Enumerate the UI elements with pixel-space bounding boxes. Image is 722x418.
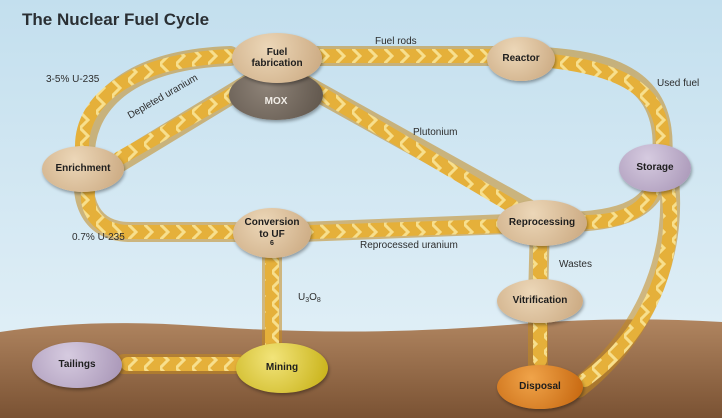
- conversion-line1: Conversion: [244, 217, 300, 229]
- enrichment-label: Enrichment: [55, 163, 111, 175]
- label-reprocessed-uranium: Reprocessed uranium: [360, 240, 458, 251]
- node-reactor: Reactor: [487, 37, 555, 81]
- vitrification-label: Vitrification: [512, 295, 568, 307]
- node-enrichment: Enrichment: [42, 146, 124, 192]
- node-mining: Mining: [236, 343, 328, 393]
- arrow-storage-to-disposal: [578, 183, 678, 387]
- disposal-label: Disposal: [519, 381, 561, 393]
- node-vitrification: Vitrification: [497, 279, 583, 323]
- reactor-label: Reactor: [502, 53, 540, 65]
- u3o8-u: U: [298, 292, 306, 303]
- arrow-conversion-to-enrichment: [80, 185, 243, 239]
- storage-label: Storage: [636, 162, 674, 174]
- u3o8-o: O: [309, 292, 317, 303]
- label-u3o8: U3O8: [298, 292, 321, 304]
- arrow-plutonium: [308, 83, 519, 213]
- label-fuel-rods: Fuel rods: [375, 36, 417, 47]
- arrow-depleted-uranium: [113, 77, 257, 165]
- conversion-subscript: 6: [270, 240, 274, 248]
- label-u235-high: 3-5% U-235: [46, 74, 100, 85]
- u3o8-8: 8: [316, 297, 321, 304]
- node-disposal: Disposal: [497, 365, 583, 409]
- u3o8-3: 3: [305, 297, 310, 304]
- fuel-fabrication-line1: Fuel: [266, 46, 288, 58]
- reprocessing-label: Reprocessing: [508, 217, 576, 229]
- arrow-reprocessed-uranium: [305, 219, 507, 239]
- label-wastes: Wastes: [559, 259, 592, 270]
- label-used-fuel: Used fuel: [657, 78, 700, 89]
- arrow-enrichment-to-fabrication: [75, 49, 239, 153]
- conversion-line2-text: to UF: [259, 228, 285, 240]
- tailings-label: Tailings: [58, 359, 96, 371]
- node-reprocessing: Reprocessing: [497, 200, 587, 246]
- diagram-title: The Nuclear Fuel Cycle: [22, 10, 210, 29]
- label-plutonium: Plutonium: [413, 127, 458, 138]
- node-tailings: Tailings: [32, 342, 122, 388]
- mining-label: Mining: [265, 362, 299, 374]
- label-u235-low: 0.7% U-235: [72, 232, 125, 243]
- fuel-fabrication-line2: fabrication: [251, 58, 303, 69]
- node-storage: Storage: [619, 144, 691, 192]
- mox-label: MOX: [264, 96, 288, 108]
